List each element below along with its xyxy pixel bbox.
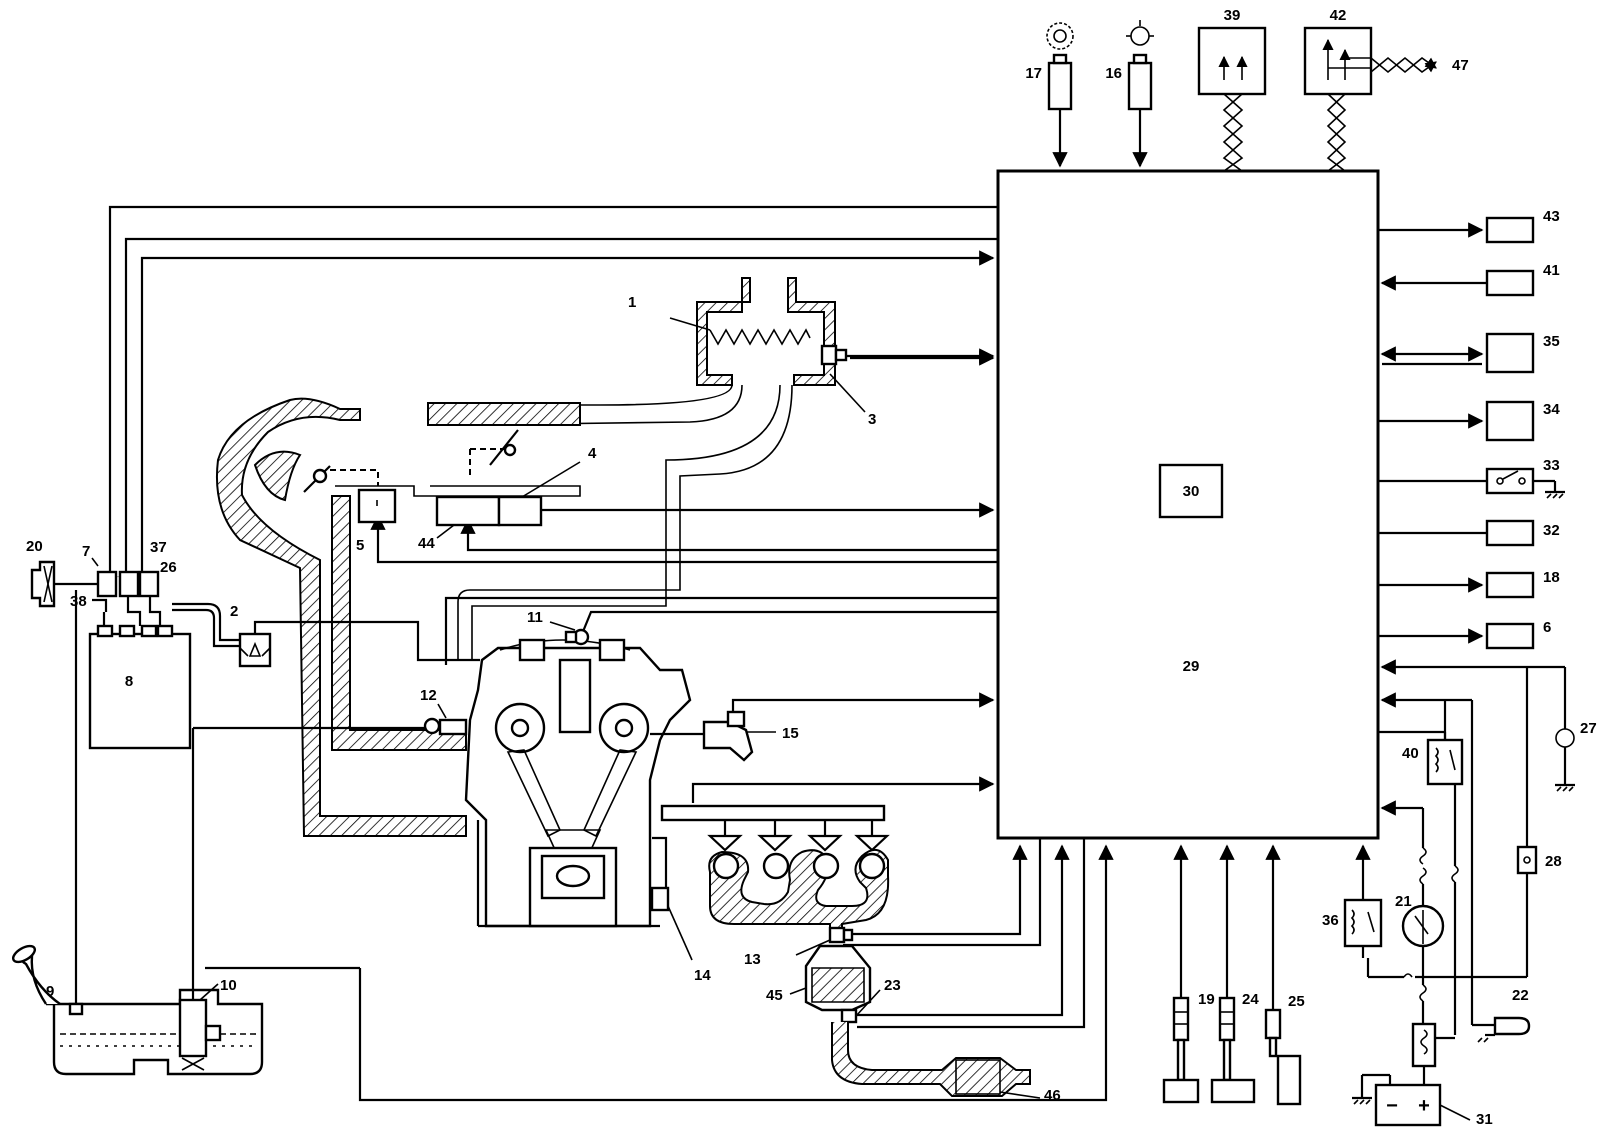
label-23: 23 bbox=[884, 977, 901, 994]
label-34: 34 bbox=[1543, 401, 1560, 418]
label-46: 46 bbox=[1044, 1087, 1061, 1104]
fuel-tank: 9 10 bbox=[11, 590, 466, 1076]
sensor-11: 11 bbox=[527, 609, 590, 646]
canister-8: 8 bbox=[88, 624, 192, 750]
label-13: 13 bbox=[744, 951, 761, 968]
label-25: 25 bbox=[1288, 993, 1305, 1010]
label-9: 9 bbox=[46, 983, 54, 1000]
label-27: 27 bbox=[1580, 720, 1597, 737]
label-42: 42 bbox=[1330, 7, 1347, 24]
bidirectional-35: 35 bbox=[1380, 332, 1560, 374]
canister-valves: 20 7 37 26 38 bbox=[26, 538, 177, 626]
label-35: 35 bbox=[1543, 333, 1560, 350]
label-31: 31 bbox=[1476, 1111, 1493, 1128]
sensor-12: 12 bbox=[420, 687, 468, 736]
label-1: 1 bbox=[628, 294, 636, 311]
label-10: 10 bbox=[220, 977, 237, 994]
label-18: 18 bbox=[1543, 569, 1560, 586]
label-22: 22 bbox=[1512, 987, 1529, 1004]
label-41: 41 bbox=[1543, 262, 1560, 279]
battery-31: − + 31 bbox=[1352, 1073, 1493, 1128]
label-11: 11 bbox=[527, 609, 543, 626]
label-28: 28 bbox=[1545, 853, 1562, 870]
pedal-19: 19 bbox=[1162, 844, 1215, 1104]
label-6: 6 bbox=[1543, 619, 1551, 636]
relay-40: 40 bbox=[1378, 692, 1474, 1035]
pump-2: 2 bbox=[172, 602, 480, 668]
exhaust-system: 13 45 23 46 bbox=[708, 849, 1061, 1104]
output-34: 34 bbox=[1378, 400, 1560, 442]
output-6: 6 bbox=[1378, 619, 1551, 650]
label-24: 24 bbox=[1242, 991, 1259, 1008]
ecu-processor-box bbox=[1158, 463, 1224, 519]
label-20: 20 bbox=[26, 538, 43, 555]
label-44: 44 bbox=[418, 535, 435, 552]
label-45: 45 bbox=[766, 987, 783, 1004]
label-30: 30 bbox=[1183, 483, 1200, 500]
label-26: 26 bbox=[160, 559, 177, 576]
label-15: 15 bbox=[782, 725, 799, 742]
valve-5: 5 bbox=[356, 488, 397, 554]
engine bbox=[464, 638, 692, 928]
label-14: 14 bbox=[694, 967, 711, 984]
label-16: 16 bbox=[1105, 65, 1122, 82]
label-33: 33 bbox=[1543, 457, 1560, 474]
output-18: 18 bbox=[1378, 569, 1560, 599]
circuit-27-28: 27 28 bbox=[1366, 659, 1597, 979]
label-7: 7 bbox=[82, 543, 90, 560]
output-32: 32 bbox=[1378, 519, 1560, 547]
sensor-14: 14 bbox=[650, 836, 711, 984]
input-41: 41 bbox=[1380, 262, 1560, 297]
label-43: 43 bbox=[1543, 208, 1560, 225]
ignition-21: 21 bbox=[1380, 800, 1445, 1024]
battery-plus: + bbox=[1418, 1095, 1430, 1117]
label-29: 29 bbox=[1183, 658, 1200, 675]
label-3: 3 bbox=[868, 411, 876, 428]
label-5: 5 bbox=[356, 537, 364, 554]
label-4: 4 bbox=[588, 445, 597, 462]
label-39: 39 bbox=[1224, 7, 1241, 24]
harness-lines bbox=[102, 205, 1114, 1102]
switch-25: 25 bbox=[1264, 844, 1305, 1106]
label-19: 19 bbox=[1198, 991, 1215, 1008]
label-12: 12 bbox=[420, 687, 437, 704]
label-38: 38 bbox=[70, 593, 87, 610]
label-36: 36 bbox=[1322, 912, 1339, 929]
module-42-group: 42 47 bbox=[1303, 7, 1469, 172]
module-39-group: 39 bbox=[1197, 7, 1267, 172]
air-filter-1: 1 3 bbox=[628, 277, 995, 428]
relay-36: 36 bbox=[1322, 844, 1383, 958]
fuse-box bbox=[1411, 1022, 1455, 1085]
sensor-15: 15 bbox=[650, 710, 799, 762]
sensor-17-group: 17 bbox=[1025, 22, 1074, 168]
sensor-22: 22 bbox=[1472, 987, 1531, 1043]
label-40: 40 bbox=[1402, 745, 1419, 762]
label-47: 47 bbox=[1452, 57, 1469, 74]
sensor-16-group: 16 bbox=[1105, 20, 1154, 168]
label-2: 2 bbox=[230, 603, 238, 620]
output-43: 43 bbox=[1378, 208, 1560, 244]
battery-minus: − bbox=[1386, 1095, 1398, 1117]
label-17: 17 bbox=[1025, 65, 1042, 82]
module-44-4: 44 4 bbox=[418, 445, 597, 552]
fuel-rail bbox=[660, 804, 890, 852]
label-21: 21 bbox=[1395, 893, 1412, 910]
label-32: 32 bbox=[1543, 522, 1560, 539]
switch-33: 33 bbox=[1378, 457, 1565, 499]
label-37: 37 bbox=[150, 539, 167, 556]
label-8: 8 bbox=[125, 673, 133, 690]
pedal-24: 24 bbox=[1210, 844, 1259, 1104]
intake-hoses bbox=[457, 384, 793, 661]
